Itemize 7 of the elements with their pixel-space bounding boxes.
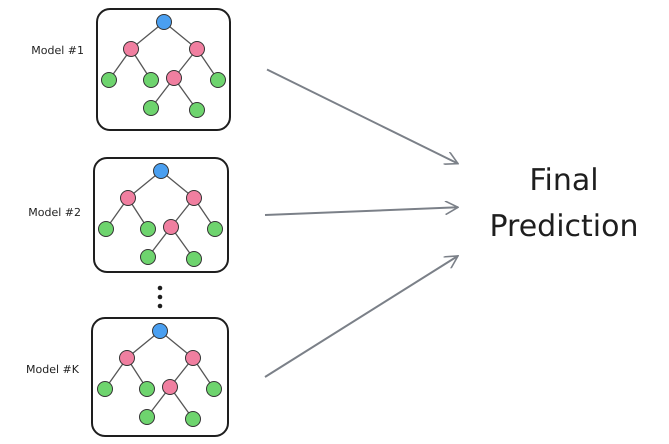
model-label: Model #2 — [28, 206, 81, 219]
model-label: Model #1 — [31, 44, 84, 57]
arrow — [266, 68, 459, 165]
arrow — [264, 255, 459, 378]
output-label: Final Prediction — [462, 158, 666, 250]
model-label: Model #K — [26, 363, 79, 376]
arrow — [264, 200, 459, 216]
